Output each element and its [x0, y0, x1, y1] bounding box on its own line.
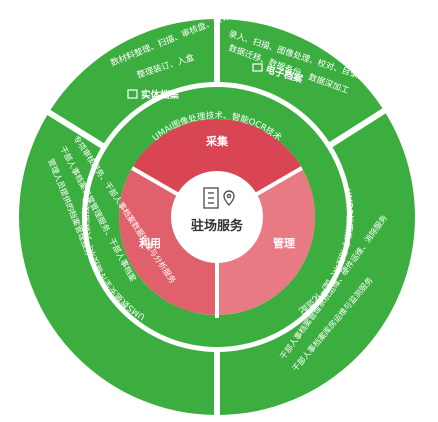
- archive-box-icon: [127, 89, 138, 99]
- sector-label-use: 利用: [139, 236, 161, 250]
- top-left-title: 实体档案: [141, 89, 180, 101]
- center-circle: [171, 171, 263, 263]
- sector-label-manage: 管理: [273, 236, 295, 250]
- monitor-icon: [252, 63, 263, 72]
- building-location-icon: [203, 187, 235, 209]
- center-label: 驻场服务: [191, 218, 244, 234]
- sector-label-collect: 采集: [205, 134, 229, 148]
